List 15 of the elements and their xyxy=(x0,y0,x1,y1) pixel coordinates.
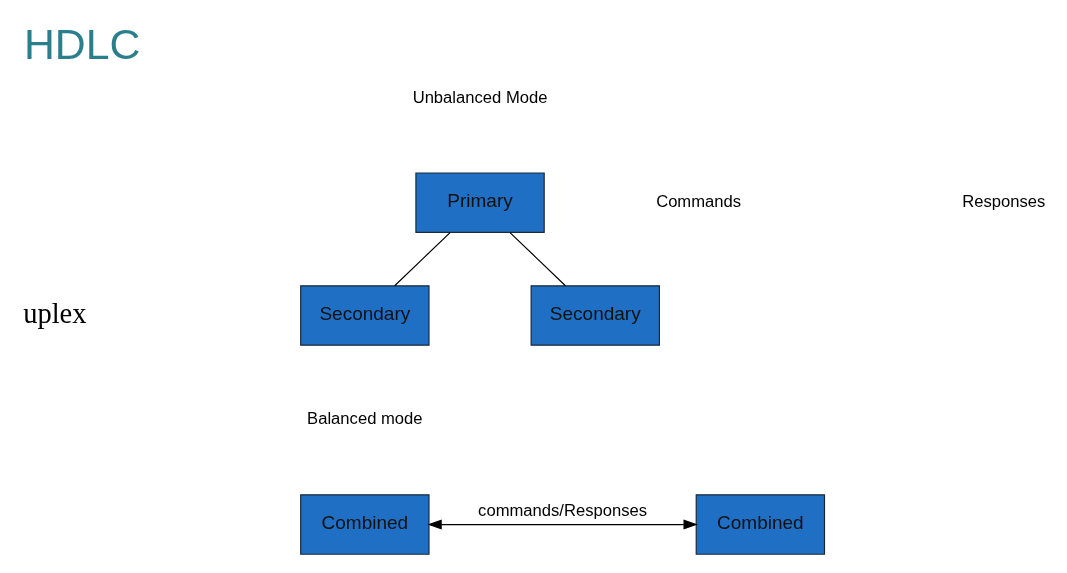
label: Responses xyxy=(962,191,1046,211)
node-box: Secondary xyxy=(300,284,430,346)
diagram-title: HDLC xyxy=(23,19,141,68)
connector xyxy=(394,231,451,286)
label: Commands xyxy=(656,191,742,211)
label: Balanced mode xyxy=(307,408,423,428)
node-box: Combined xyxy=(300,493,430,555)
label: uplex xyxy=(23,297,87,329)
node-box: Combined xyxy=(695,493,826,555)
connector xyxy=(509,231,567,286)
label: Unbalanced Mode xyxy=(412,87,548,107)
node-box: Secondary xyxy=(530,284,660,346)
edge-label: commands/Responses xyxy=(478,500,648,520)
node-box: Primary xyxy=(415,171,545,233)
arrow xyxy=(427,519,698,530)
